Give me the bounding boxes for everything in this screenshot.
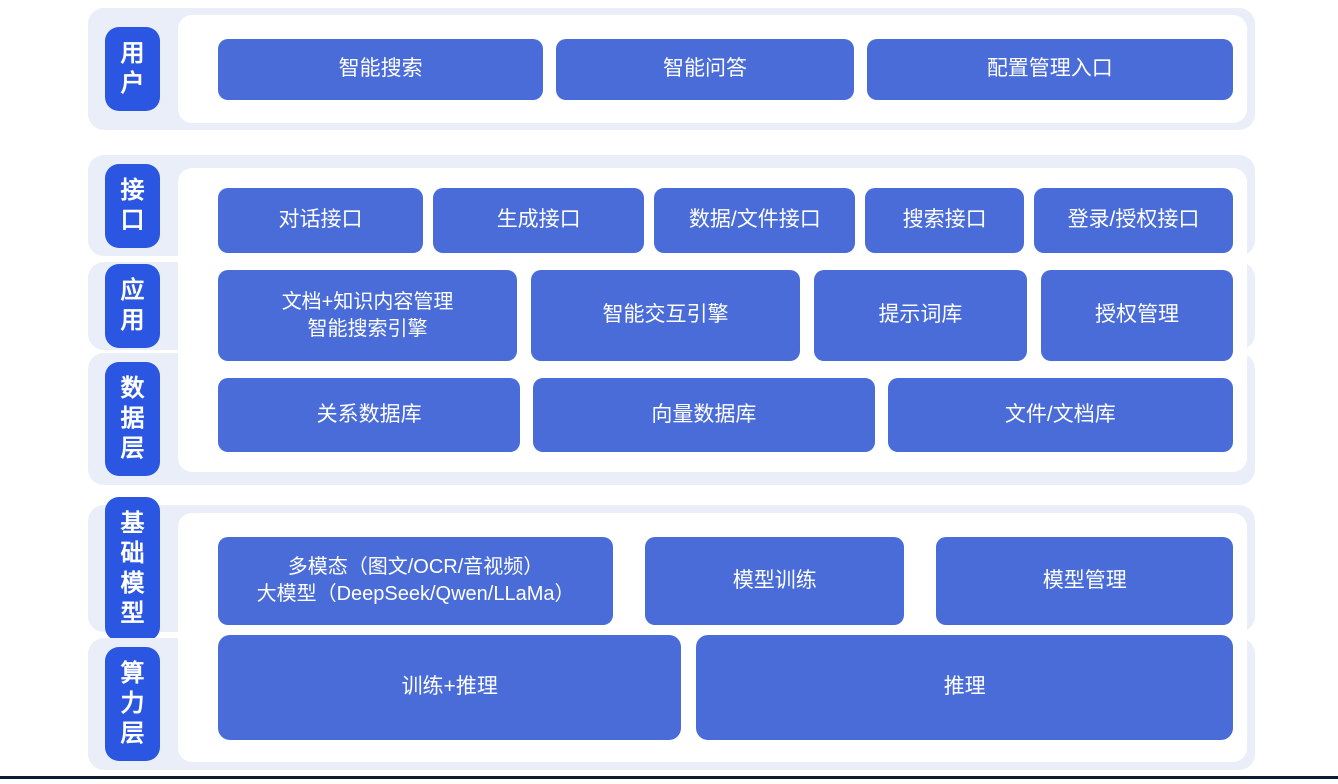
block-config-entry: 配置管理入口 — [866, 38, 1233, 100]
application-layer-label: 应用 — [105, 264, 160, 348]
block-inference: 推理 — [696, 635, 1233, 740]
block-relational-db: 关系数据库 — [218, 378, 521, 452]
middle-layer-group: 接口 应用 数据层 对话接口 生成接口 数据/文件接口 搜索接口 登录/授权接口… — [88, 155, 1255, 485]
block-data-file-interface: 数据/文件接口 — [654, 188, 856, 253]
user-layer-label: 用户 — [105, 27, 160, 111]
foundation-model-layer-label: 基础模型 — [105, 496, 160, 641]
block-training-inference: 训练+推理 — [218, 635, 682, 740]
block-smart-qa: 智能问答 — [556, 38, 854, 100]
data-layer-label-text: 数据层 — [120, 375, 145, 462]
compute-button-row: 训练+推理 推理 — [218, 635, 1233, 740]
interface-button-row: 对话接口 生成接口 数据/文件接口 搜索接口 登录/授权接口 — [218, 188, 1234, 253]
block-generation-interface: 生成接口 — [433, 188, 645, 253]
block-auth-management: 授权管理 — [1041, 270, 1233, 361]
bottom-layer-content: 多模态（图文/OCR/音视频） 大模型（DeepSeek/Qwen/LLaMa）… — [178, 513, 1247, 762]
block-vector-db: 向量数据库 — [533, 378, 875, 452]
block-search-interface: 搜索接口 — [865, 188, 1024, 253]
data-layer-label: 数据层 — [105, 362, 160, 476]
block-model-management: 模型管理 — [936, 537, 1233, 625]
foundation-model-layer-label-text: 基础模型 — [120, 509, 145, 627]
user-button-row: 智能搜索 智能问答 配置管理入口 — [178, 38, 1247, 100]
bottom-border-line — [0, 776, 1338, 779]
user-layer-content: 智能搜索 智能问答 配置管理入口 — [178, 15, 1247, 123]
middle-layer-content: 对话接口 生成接口 数据/文件接口 搜索接口 登录/授权接口 文档+知识内容管理… — [178, 168, 1247, 472]
data-button-row: 关系数据库 向量数据库 文件/文档库 — [218, 378, 1233, 452]
application-layer-label-text: 应用 — [120, 277, 145, 334]
foundation-model-button-row: 多模态（图文/OCR/音视频） 大模型（DeepSeek/Qwen/LLaMa）… — [218, 537, 1233, 625]
application-button-row: 文档+知识内容管理 智能搜索引擎 智能交互引擎 提示词库 授权管理 — [218, 270, 1233, 361]
user-layer-label-text: 用户 — [120, 40, 145, 97]
block-login-auth-interface: 登录/授权接口 — [1033, 188, 1234, 253]
bottom-layer-group: 基础模型 算力层 多模态（图文/OCR/音视频） 大模型（DeepSeek/Qw… — [88, 496, 1255, 770]
compute-layer-label: 算力层 — [105, 647, 160, 761]
interface-layer-label: 接口 — [105, 163, 160, 248]
block-model-training: 模型训练 — [645, 537, 905, 625]
block-smart-search: 智能搜索 — [218, 38, 544, 100]
user-layer-group: 用户 智能搜索 智能问答 配置管理入口 — [88, 8, 1255, 130]
block-dialog-interface: 对话接口 — [218, 188, 424, 253]
block-prompt-library: 提示词库 — [813, 270, 1028, 361]
block-multimodal-llm: 多模态（图文/OCR/音视频） 大模型（DeepSeek/Qwen/LLaMa） — [218, 537, 614, 625]
block-interaction-engine: 智能交互引擎 — [531, 270, 800, 361]
interface-layer-label-text: 接口 — [120, 176, 145, 234]
compute-layer-label-text: 算力层 — [120, 660, 145, 747]
block-doc-knowledge-engine: 文档+知识内容管理 智能搜索引擎 — [218, 270, 518, 361]
block-file-doc-store: 文件/文档库 — [887, 378, 1233, 452]
